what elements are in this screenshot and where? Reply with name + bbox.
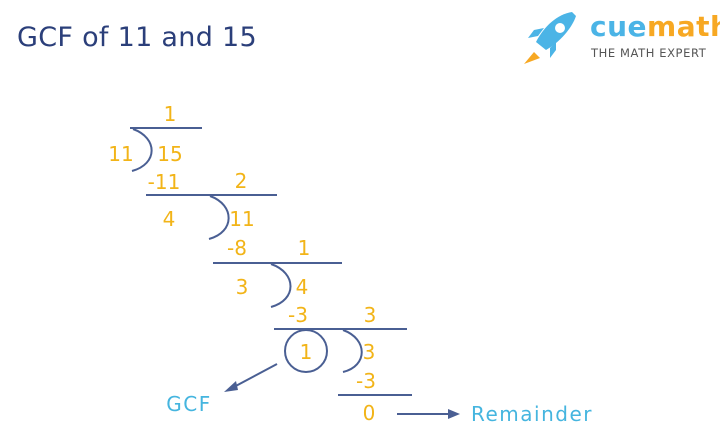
product-1: -11	[147, 170, 181, 194]
cuemath-logo: cuemath THE MATH EXPERT	[520, 8, 720, 68]
quotient-2: 2	[234, 169, 248, 193]
final-remainder: 0	[362, 401, 376, 425]
divisor-4-gcf: 1	[299, 340, 313, 364]
quotient-3: 1	[297, 236, 311, 260]
dividend-4: 3	[362, 340, 376, 364]
brand-cue: cue	[590, 10, 648, 43]
brand-tagline: THE MATH EXPERT	[591, 46, 707, 60]
divisor-1: 11	[108, 142, 134, 166]
product-3: -3	[288, 303, 308, 327]
divisor-3: 3	[235, 275, 249, 299]
product-2: -8	[227, 236, 247, 260]
quotient-1: 1	[163, 102, 177, 126]
quotient-4: 3	[363, 303, 377, 327]
dividend-2: 11	[229, 207, 255, 231]
dividend-3: 4	[295, 275, 309, 299]
product-4: -3	[356, 369, 376, 393]
dividend-1: 15	[157, 142, 183, 166]
brand-math: math	[647, 10, 720, 43]
gcf-label: GCF	[166, 392, 212, 416]
remainder-label: Remainder	[471, 402, 593, 426]
rocket-icon	[524, 12, 576, 64]
divisor-2: 4	[162, 207, 176, 231]
page-title: GCF of 11 and 15	[17, 22, 257, 53]
